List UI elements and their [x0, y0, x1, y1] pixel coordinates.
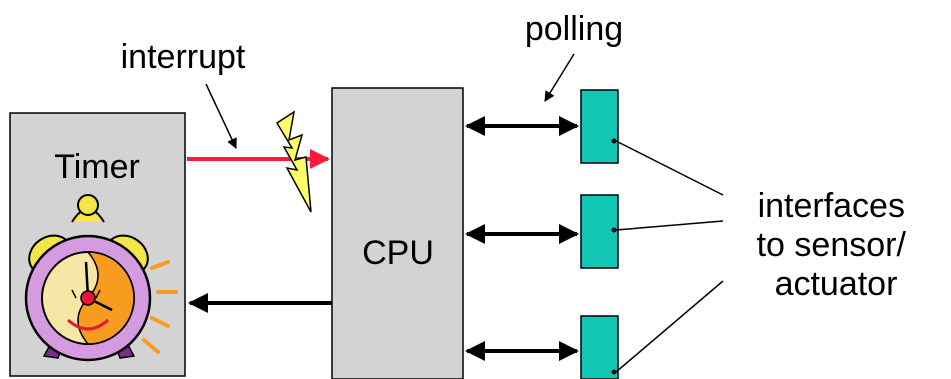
interfaces-pointer-top	[615, 140, 724, 196]
interrupt-label: interrupt	[121, 38, 246, 76]
interface-block-bottom	[580, 315, 619, 379]
polling-label: polling	[525, 10, 623, 48]
alarm-clock-icon	[24, 194, 178, 362]
interface-block-top	[580, 89, 619, 164]
cpu-box	[331, 87, 464, 379]
interface-dot-middle	[611, 227, 617, 233]
interface-dot-bottom	[611, 369, 617, 375]
timer-label: Timer	[54, 148, 140, 186]
interfaces-label-line2: to sensor/	[757, 226, 907, 264]
interrupt-pointer	[205, 83, 237, 149]
polling-pointer	[544, 53, 575, 102]
interfaces-label-line3: actuator	[775, 265, 898, 303]
interface-dot-top	[611, 138, 617, 144]
interfaces-pointer-middle	[615, 220, 724, 231]
cpu-label: CPU	[362, 234, 434, 272]
interfaces-pointer-bottom	[615, 280, 724, 373]
interfaces-label-line1: interfaces	[758, 187, 905, 225]
interface-block-middle	[580, 194, 619, 269]
interfaces-label: interfaces to sensor/ actuator	[757, 187, 916, 303]
lightning-bolt-icon	[275, 110, 312, 213]
